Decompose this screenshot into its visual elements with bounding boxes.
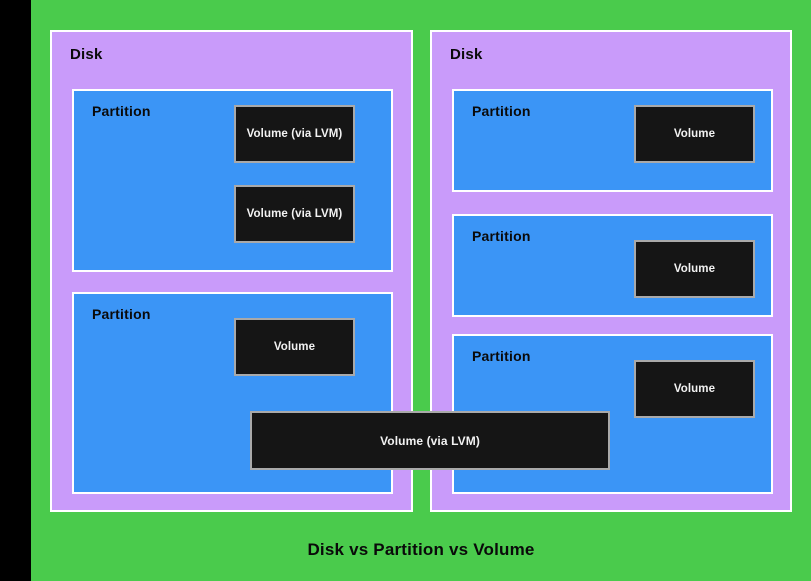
disk-1-partition-2-volume-1[interactable]: Volume bbox=[234, 318, 355, 376]
disk-2-partition-2[interactable]: Partition Volume bbox=[452, 214, 773, 317]
disk-2-partition-2-label: Partition bbox=[472, 228, 531, 244]
disk-2-partition-1-volume-1[interactable]: Volume bbox=[634, 105, 755, 163]
volume-label: Volume bbox=[673, 128, 716, 140]
disk-1-partition-1-volume-1[interactable]: Volume (via LVM) bbox=[234, 105, 355, 163]
volume-label: Volume bbox=[273, 341, 316, 353]
disk-2[interactable]: Disk Partition Volume Partition Volume P… bbox=[430, 30, 792, 512]
disk-2-partition-3-volume-1[interactable]: Volume bbox=[634, 360, 755, 418]
disk-2-partition-1-label: Partition bbox=[472, 103, 531, 119]
volume-label: Volume (via LVM) bbox=[246, 208, 343, 220]
volume-label: Volume (via LVM) bbox=[380, 433, 480, 448]
diagram-stage: Disk Partition Volume (via LVM) Volume (… bbox=[31, 0, 811, 581]
volume-label: Volume bbox=[673, 383, 716, 395]
disk-1-label: Disk bbox=[70, 46, 103, 63]
disk-2-partition-1[interactable]: Partition Volume bbox=[452, 89, 773, 192]
disk-2-partition-2-volume-1[interactable]: Volume bbox=[634, 240, 755, 298]
disk-1-partition-1-volume-2[interactable]: Volume (via LVM) bbox=[234, 185, 355, 243]
volume-label: Volume (via LVM) bbox=[246, 128, 343, 140]
disk-1-partition-1-label: Partition bbox=[92, 103, 151, 119]
disk-1-partition-1[interactable]: Partition Volume (via LVM) Volume (via L… bbox=[72, 89, 393, 272]
disk-1-partition-2-label: Partition bbox=[92, 306, 151, 322]
disk-2-partition-3-label: Partition bbox=[472, 348, 531, 364]
disk-1[interactable]: Disk Partition Volume (via LVM) Volume (… bbox=[50, 30, 413, 512]
volume-label: Volume bbox=[673, 263, 716, 275]
spanning-volume-lvm[interactable]: Volume (via LVM) bbox=[250, 411, 610, 470]
disk-2-label: Disk bbox=[450, 46, 483, 63]
diagram-caption: Disk vs Partition vs Volume bbox=[307, 540, 535, 559]
